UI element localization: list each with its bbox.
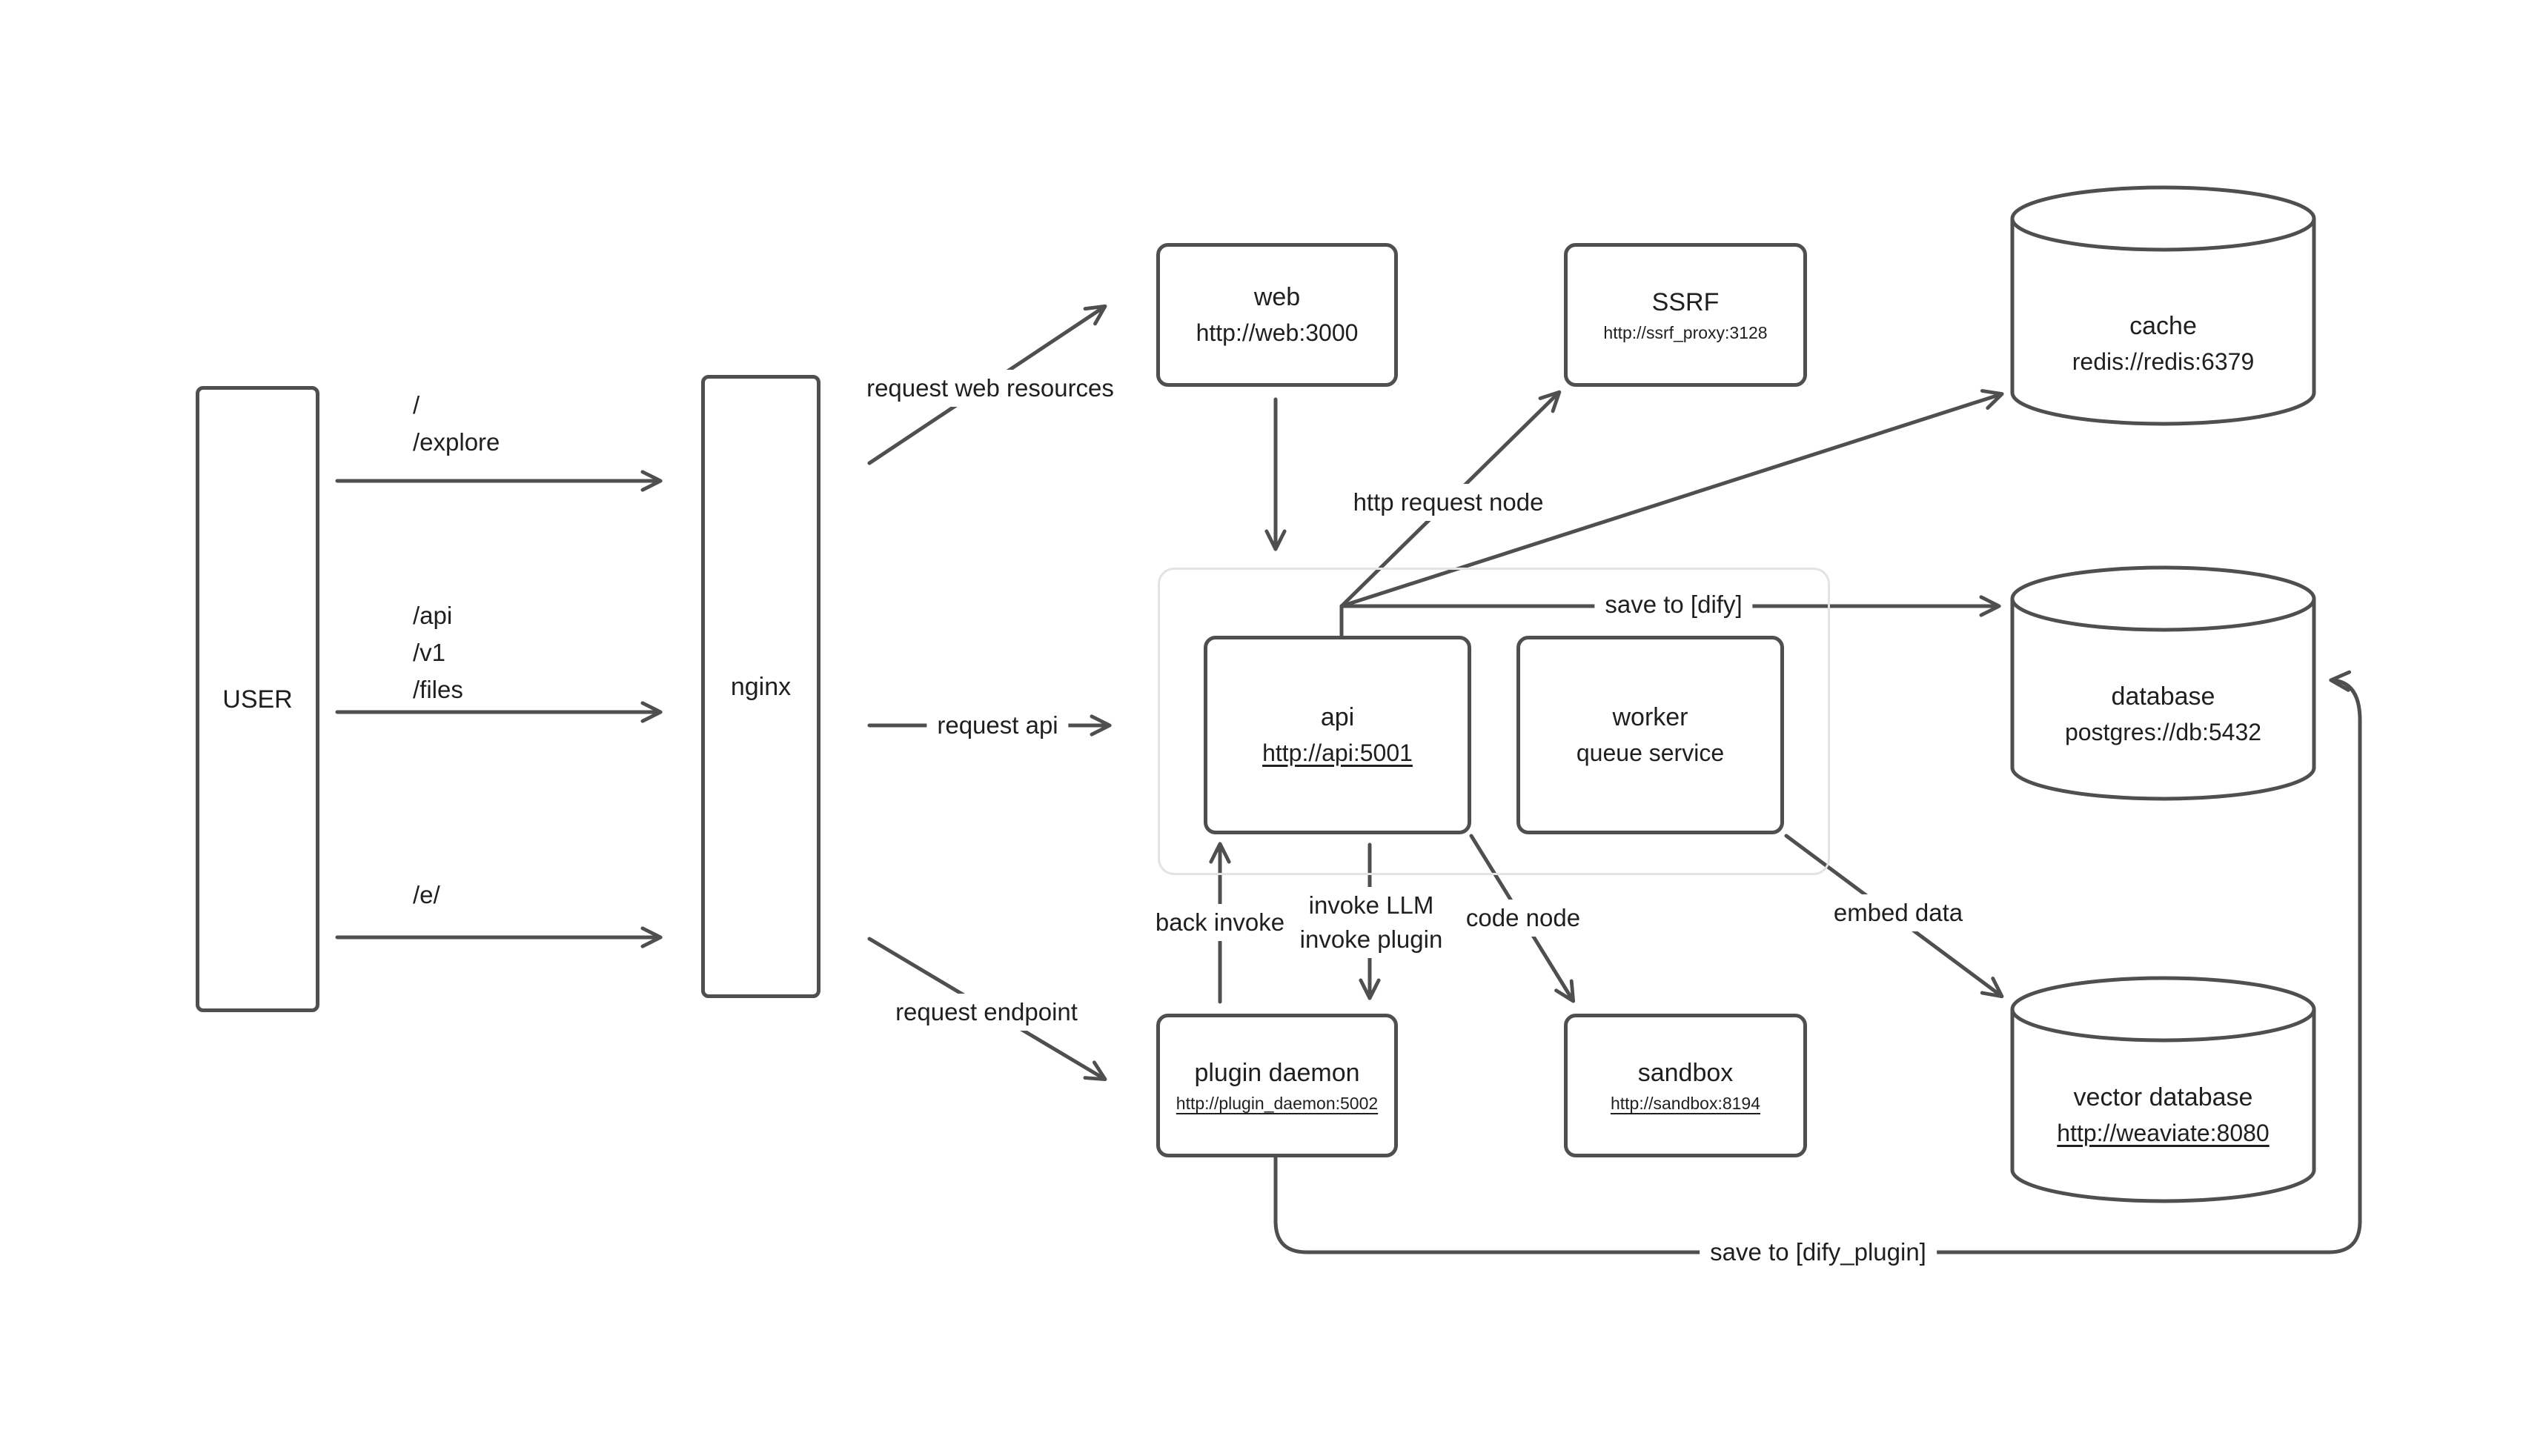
- database-cylinder: [2010, 565, 2316, 801]
- vector-database-cylinder: [2010, 976, 2316, 1203]
- edge-label-http-request-node: http request node: [1342, 484, 1554, 521]
- database-subtitle: postgres://db:5432: [2064, 719, 2262, 745]
- sandbox-subtitle: http://sandbox:8194: [1610, 1094, 1761, 1113]
- route-label-e: /e/: [413, 877, 440, 914]
- nginx-node: nginx: [701, 375, 820, 998]
- route-api-line3: /files: [413, 676, 463, 703]
- worker-node: worker queue service: [1516, 636, 1784, 834]
- user-node: USER: [196, 386, 319, 1012]
- plugin-daemon-title: plugin daemon: [1194, 1059, 1360, 1087]
- route-e-line1: /e/: [413, 881, 440, 908]
- plugin-daemon-subtitle: http://plugin_daemon:5002: [1176, 1094, 1379, 1113]
- web-node: web http://web:3000: [1156, 243, 1398, 387]
- vector-database-subtitle: http://weaviate:8080: [2057, 1120, 2270, 1146]
- route-web-line2: /explore: [413, 428, 500, 456]
- nginx-label: nginx: [730, 672, 792, 701]
- route-label-web: / /explore: [413, 387, 500, 461]
- edge-label-code-node: code node: [1455, 900, 1591, 937]
- sandbox-node: sandbox http://sandbox:8194: [1564, 1014, 1807, 1157]
- cache-cylinder: [2010, 185, 2316, 426]
- edge-label-request-api: request api: [926, 707, 1069, 744]
- vector-database-title: vector database: [2073, 1083, 2253, 1111]
- ssrf-node: SSRF http://ssrf_proxy:3128: [1564, 243, 1807, 387]
- edge-label-invoke-line1: invoke LLM: [1308, 891, 1434, 919]
- edge-plugin-daemon-database: [1273, 670, 2362, 1254]
- api-node: api http://api:5001: [1204, 636, 1471, 834]
- edge-label-back-invoke: back invoke: [1144, 904, 1296, 941]
- web-title: web: [1253, 283, 1301, 311]
- edge-label-request-endpoint: request endpoint: [885, 994, 1088, 1031]
- database-title: database: [2111, 682, 2215, 711]
- database-text: database postgres://db:5432: [2012, 679, 2314, 750]
- web-subtitle: http://web:3000: [1196, 319, 1359, 346]
- user-label: USER: [222, 685, 293, 714]
- route-label-api: /api /v1 /files: [413, 597, 463, 708]
- sandbox-title: sandbox: [1637, 1059, 1734, 1087]
- edge-label-save-to-dify-plugin: save to [dify_plugin]: [1700, 1234, 1937, 1271]
- vector-database-text: vector database http://weaviate:8080: [2012, 1080, 2314, 1151]
- edge-label-request-web-resources: request web resources: [856, 370, 1124, 407]
- plugin-daemon-node: plugin daemon http://plugin_daemon:5002: [1156, 1014, 1398, 1157]
- edge-label-invoke: invoke LLM invoke plugin: [1289, 887, 1453, 958]
- route-web-line1: /: [413, 391, 420, 419]
- edge-label-invoke-line2: invoke plugin: [1299, 925, 1443, 953]
- edge-api-cache: [1339, 389, 2004, 608]
- edge-label-save-to-dify: save to [dify]: [1594, 586, 1753, 623]
- worker-title: worker: [1612, 703, 1688, 731]
- edge-label-embed-data: embed data: [1823, 894, 1974, 931]
- worker-subtitle: queue service: [1576, 739, 1725, 766]
- cache-text: cache redis://redis:6379: [2012, 308, 2314, 379]
- route-api-line2: /v1: [413, 639, 446, 666]
- route-api-line1: /api: [413, 602, 453, 629]
- ssrf-title: SSRF: [1651, 288, 1720, 316]
- api-title: api: [1320, 703, 1355, 731]
- cache-title: cache: [2129, 312, 2197, 340]
- ssrf-subtitle: http://ssrf_proxy:3128: [1603, 323, 1768, 342]
- cache-subtitle: redis://redis:6379: [2072, 348, 2255, 375]
- api-subtitle: http://api:5001: [1262, 739, 1413, 766]
- api-cluster: [1158, 568, 1830, 875]
